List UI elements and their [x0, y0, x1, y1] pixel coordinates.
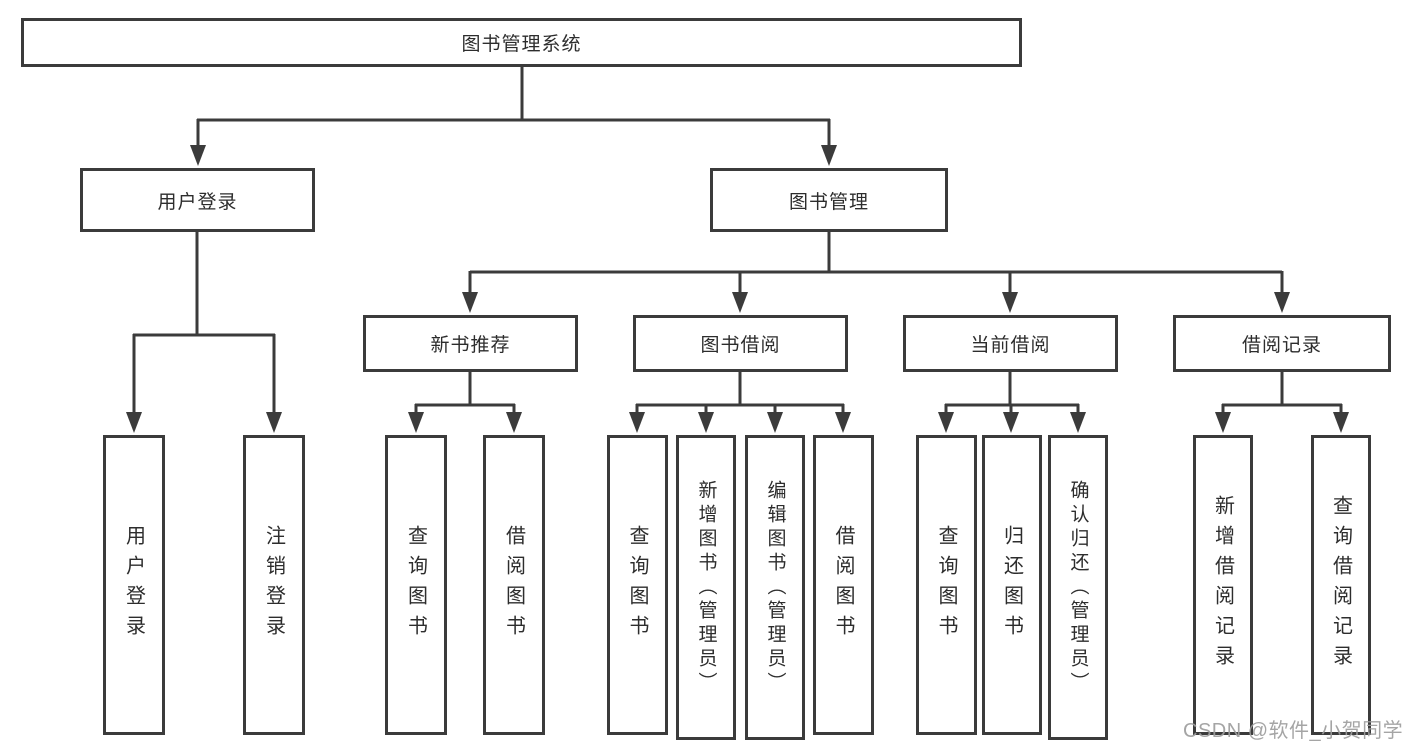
node-library-management-system: 图书管理系统: [21, 18, 1022, 67]
node-leaf-recommend-query-books: 查询图书: [385, 435, 447, 735]
connector-recommend-children: [408, 372, 522, 433]
arrowhead-down-icon: [1333, 412, 1349, 433]
arrowhead-down-icon: [1003, 412, 1019, 433]
node-user-login: 用户登录: [80, 168, 315, 232]
node-leaf-user-login: 用户登录: [103, 435, 165, 735]
arrowhead-down-icon: [506, 412, 522, 433]
connector-current-children: [938, 372, 1086, 433]
arrowhead-down-icon: [629, 412, 645, 433]
node-book-borrowing: 图书借阅: [633, 315, 848, 372]
node-leaf-borrow-books: 借阅图书: [813, 435, 874, 735]
node-borrowing-records: 借阅记录: [1173, 315, 1391, 372]
node-new-book-recommend: 新书推荐: [363, 315, 578, 372]
arrowhead-down-icon: [938, 412, 954, 433]
arrowhead-down-icon: [1070, 412, 1086, 433]
arrowhead-down-icon: [190, 145, 206, 166]
arrowhead-down-icon: [1002, 292, 1018, 313]
node-leaf-query-borrow-record: 查询借阅记录: [1311, 435, 1371, 735]
node-leaf-confirm-return-admin: 确认归还（管理员）: [1048, 435, 1108, 740]
arrowhead-down-icon: [835, 412, 851, 433]
connector-mgmt-children: [462, 232, 1290, 313]
node-leaf-recommend-borrow-books: 借阅图书: [483, 435, 545, 735]
node-current-borrowing: 当前借阅: [903, 315, 1118, 372]
node-leaf-logout: 注销登录: [243, 435, 305, 735]
arrowhead-down-icon: [126, 412, 142, 433]
arrowhead-down-icon: [698, 412, 714, 433]
arrowhead-down-icon: [266, 412, 282, 433]
arrowhead-down-icon: [408, 412, 424, 433]
arrowhead-down-icon: [732, 292, 748, 313]
node-leaf-current-query-books: 查询图书: [916, 435, 977, 735]
connector-records-children: [1215, 372, 1349, 433]
connector-login-children: [126, 232, 282, 433]
node-leaf-add-books-admin: 新增图书（管理员）: [676, 435, 736, 740]
arrowhead-down-icon: [821, 145, 837, 166]
arrowhead-down-icon: [1215, 412, 1231, 433]
connector-root-to-level2: [190, 66, 837, 166]
arrowhead-down-icon: [767, 412, 783, 433]
node-leaf-edit-books-admin: 编辑图书（管理员）: [745, 435, 805, 740]
arrowhead-down-icon: [462, 292, 478, 313]
node-leaf-add-borrow-record: 新增借阅记录: [1193, 435, 1253, 735]
node-leaf-return-books: 归还图书: [982, 435, 1042, 735]
node-book-management: 图书管理: [710, 168, 948, 232]
arrowhead-down-icon: [1274, 292, 1290, 313]
csdn-watermark: CSDN @软件_小贺同学: [1183, 720, 1404, 742]
node-leaf-borrow-query-books: 查询图书: [607, 435, 668, 735]
connector-borrow-children: [629, 372, 851, 433]
